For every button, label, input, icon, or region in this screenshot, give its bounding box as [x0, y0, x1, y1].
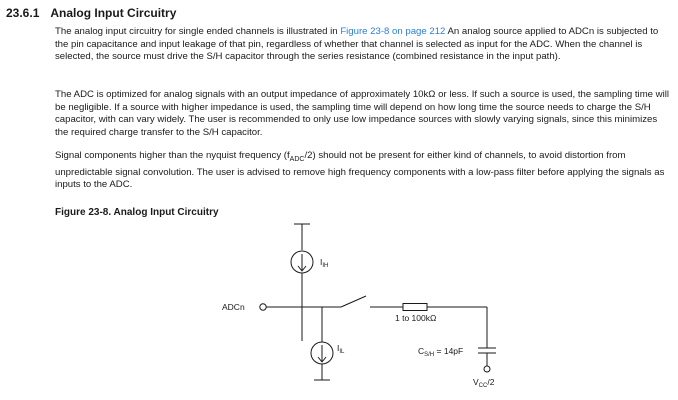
paragraph-nyquist: Signal components higher than the nyquis… — [55, 150, 672, 192]
series-resistor — [402, 303, 428, 311]
section-heading: 23.6.1 Analog Input Circuitry — [6, 6, 176, 20]
adcn-terminal — [259, 303, 267, 311]
paragraph-impedance: The ADC is optimized for analog signals … — [55, 89, 670, 138]
iil-arrow-head — [317, 356, 327, 363]
paragraph-nyquist-text-start: Signal components higher than the nyquis… — [55, 150, 290, 161]
paragraph-intro: The analog input circuitry for single en… — [55, 26, 672, 64]
iil-label: IIL — [337, 343, 345, 355]
vcc-half-terminal — [483, 365, 491, 373]
iih-arrow-head — [297, 265, 307, 272]
section-title: Analog Input Circuitry — [50, 6, 177, 20]
adc-subscript: ADC — [289, 155, 305, 163]
vcc-half-label: VCC/2 — [473, 377, 495, 389]
paragraph-intro-text-start: The analog input circuitry for single en… — [55, 26, 341, 37]
figure-reference-link[interactable]: Figure 23-8 on page 212 — [340, 26, 446, 37]
figure-caption: Figure 23-8. Analog Input Circuitry — [55, 207, 219, 218]
iih-label: IIH — [320, 257, 328, 269]
resistor-label: 1 to 100kΩ — [395, 313, 436, 323]
paragraph-nyquist-text-end: /2) should not be present for either kin… — [55, 150, 665, 191]
sample-switch — [340, 295, 367, 308]
paragraph-intro-text-end: An analog source applied to ADCn is subj… — [55, 26, 659, 63]
adcn-label: ADCn — [222, 302, 245, 312]
section-number: 23.6.1 — [6, 6, 40, 20]
csh-label: CS/H = 14pF — [418, 346, 463, 358]
